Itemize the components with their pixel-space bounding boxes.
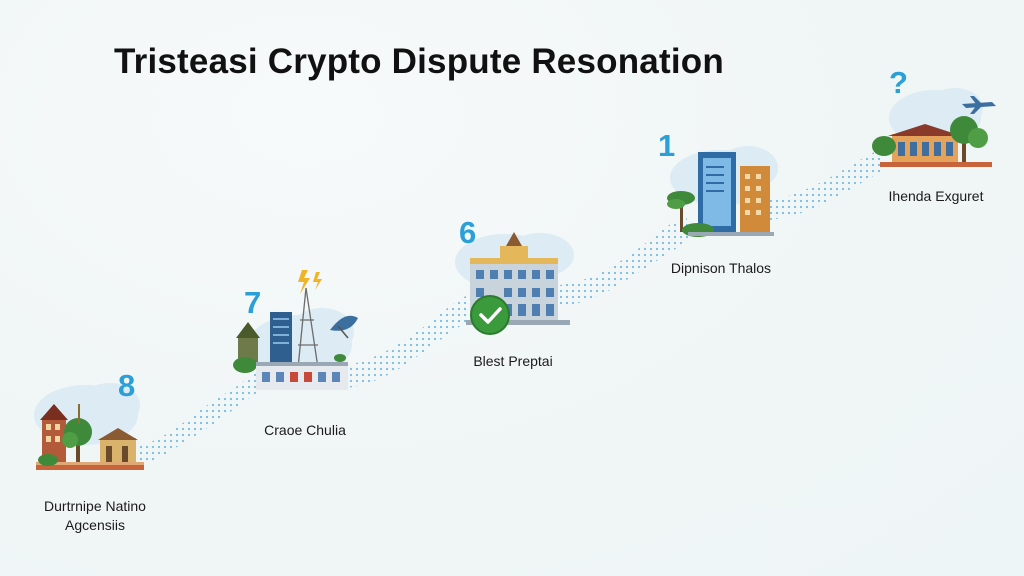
step-label: Dipnison Thalos [670, 260, 772, 276]
step-7-illustration [233, 270, 358, 390]
building-icon [98, 428, 138, 464]
building-icon [698, 152, 736, 232]
tree-icon [667, 191, 695, 232]
step-label-line: Agcensiis [65, 517, 125, 533]
step-1-illustration [667, 146, 778, 237]
step-label-line: Durtrnipe Natino [44, 498, 146, 514]
building-icon [888, 124, 962, 162]
satellite-dish [330, 315, 358, 339]
lightning-icon [298, 270, 310, 294]
step-number: 8 [118, 368, 136, 403]
tree-icon [950, 116, 988, 164]
step-label: Durtrnipe Natino Agcensiis [30, 497, 160, 535]
building-icon [270, 312, 292, 372]
step-number: 6 [459, 215, 477, 250]
step-number: ? [889, 65, 908, 100]
step-label: Craoe Chulia [264, 422, 346, 438]
step-question-illustration [872, 88, 996, 167]
step-number: 1 [658, 128, 676, 163]
diagram-title: Tristeasi Crypto Dispute Resonation [114, 42, 724, 81]
step-8-illustration [34, 383, 144, 470]
building-icon [740, 166, 770, 232]
step-number: 7 [244, 285, 262, 320]
dotted-path [132, 148, 884, 468]
tree-icon [62, 418, 92, 462]
checkmark-icon [470, 295, 510, 335]
building-icon [470, 232, 558, 320]
step-6-illustration [455, 232, 574, 335]
step-label: Blest Preptai [473, 353, 553, 369]
antenna-tower [297, 287, 319, 369]
airplane-icon [962, 96, 996, 114]
step-label: Ihenda Exguret [888, 188, 984, 204]
